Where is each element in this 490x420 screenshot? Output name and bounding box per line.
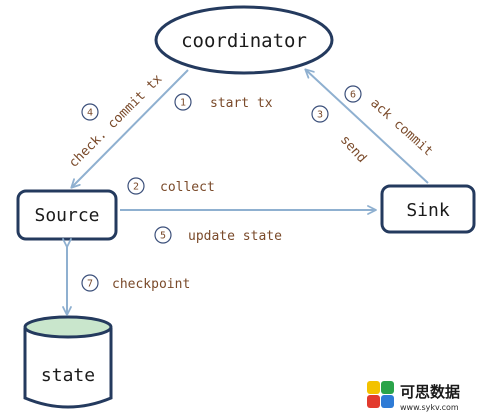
watermark-url: www.sykv.com <box>400 403 459 412</box>
step-4-number: 4 <box>87 108 93 119</box>
sink-node: Sink <box>380 184 476 234</box>
step-1-label: start tx <box>210 96 273 111</box>
step-3: 3 send <box>311 105 369 166</box>
step-7-number: 7 <box>87 279 93 290</box>
sink-label: Sink <box>406 200 450 221</box>
step-1: 1 start tx <box>174 93 273 111</box>
coordinator-label: coordinator <box>181 30 307 52</box>
step-6-number: 6 <box>350 90 356 101</box>
step-5-number: 5 <box>160 231 166 242</box>
step-2-label: collect <box>160 180 215 195</box>
source-label: Source <box>34 205 99 226</box>
step-6-badge <box>344 85 362 103</box>
step-4-label: check. commit tx <box>66 72 165 171</box>
state-label: state <box>41 365 95 386</box>
step-4: 4 check. commit tx <box>66 72 165 171</box>
step-5-label: update state <box>188 229 282 244</box>
step-2-number: 2 <box>133 182 139 193</box>
step-2-badge <box>127 177 145 195</box>
step-6-label: ack commit <box>367 96 435 160</box>
step-3-badge <box>311 105 329 123</box>
step-7: 7 checkpoint <box>81 274 190 292</box>
coordinator-node: coordinator <box>154 5 334 75</box>
step-4-badge <box>81 103 99 121</box>
step-5: 5 update state <box>154 226 282 244</box>
step-5-badge <box>154 226 172 244</box>
arrow-sink-to-coordinator <box>304 68 429 184</box>
step-3-label: send <box>337 133 369 166</box>
step-3-number: 3 <box>317 110 323 121</box>
watermark-name: 可思数据 <box>400 383 460 401</box>
arrow-coordinator-to-source <box>70 69 189 189</box>
step-1-badge <box>174 93 192 111</box>
step-2: 2 collect <box>127 177 215 195</box>
step-7-badge <box>81 274 99 292</box>
step-1-number: 1 <box>180 98 186 109</box>
step-7-label: checkpoint <box>112 277 190 292</box>
state-node: state <box>23 315 113 409</box>
source-node: Source <box>16 189 118 241</box>
logo-icon <box>367 381 394 408</box>
watermark: 可思数据 www.sykv.com <box>367 381 460 412</box>
